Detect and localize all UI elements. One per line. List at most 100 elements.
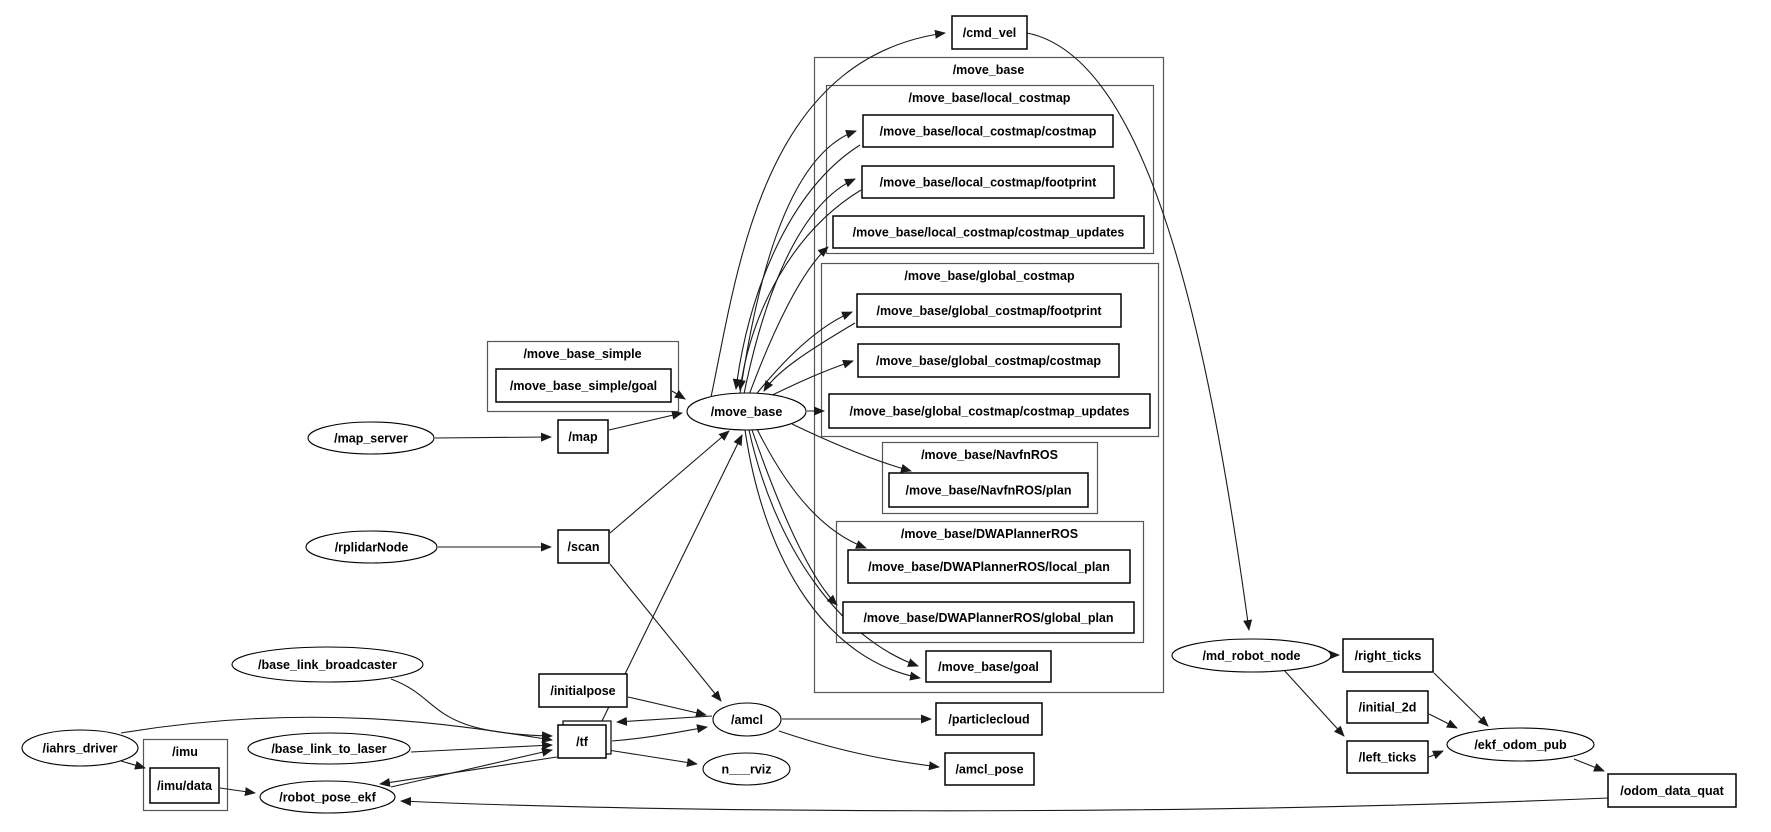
node-base-link-to-laser-label: /base_link_to_laser	[271, 742, 386, 756]
node-md-robot-node-label: /md_robot_node	[1203, 649, 1301, 663]
edge-scan-to-move-base	[609, 430, 730, 534]
node-local-costmap-updates[interactable]	[832, 215, 1145, 249]
edge-initialpose-to-amcl	[627, 696, 707, 718]
node-dwa-local-plan[interactable]	[847, 549, 1131, 584]
node-global-footprint[interactable]	[856, 293, 1122, 328]
cluster-label-move-base-cluster: /move_base	[953, 63, 1025, 77]
node-map[interactable]	[557, 419, 609, 454]
node-dwa-global-plan[interactable]	[842, 601, 1135, 634]
edge-move-base-to-local-costmap-updates	[748, 246, 829, 396]
node-dwa-global-plan-label: /move_base/DWAPlannerROS/global_plan	[863, 611, 1113, 625]
node-base-link-to-laser[interactable]	[247, 732, 411, 765]
edge-tf-to-amcl	[611, 724, 708, 742]
edge-move-base-to-navfn-plan	[791, 423, 912, 473]
node-cmd-vel[interactable]	[951, 15, 1028, 50]
cluster-label-dwa-cluster: /move_base/DWAPlannerROS	[901, 527, 1078, 541]
cluster-label-move-base-simple-cluster: /move_base_simple	[523, 347, 641, 361]
node-particlecloud[interactable]	[935, 702, 1043, 736]
node-move-base-simple-goal[interactable]	[495, 368, 672, 403]
cluster-label-imu-cluster: /imu	[172, 745, 198, 759]
edge-ekf-odom-pub-to-odom-data-quat	[1573, 758, 1605, 772]
node-map-server-label: /map_server	[334, 432, 408, 446]
node-iahrs-driver-label: /iahrs_driver	[42, 742, 117, 756]
node-cmd-vel-label: /cmd_vel	[963, 26, 1017, 40]
node-scan[interactable]	[557, 529, 610, 564]
edge-cmd-vel-to-md-robot-node	[1026, 32, 1253, 631]
node-amcl-pose[interactable]	[944, 752, 1035, 786]
node-rplidarNode-label: /rplidarNode	[335, 541, 409, 555]
node-imu-data-label: /imu/data	[157, 779, 213, 793]
node-global-costmap[interactable]	[857, 343, 1120, 378]
node-map-server[interactable]	[307, 421, 435, 455]
node-local-costmap-updates-label: /move_base/local_costmap/costmap_updates	[853, 226, 1125, 240]
node-scan-label: /scan	[568, 540, 600, 554]
node-right-ticks[interactable]	[1342, 638, 1434, 673]
edge-move-base-to-global-footprint	[753, 311, 853, 398]
edge-base-link-broadcaster-to-tf	[390, 678, 553, 741]
node-imu-data[interactable]	[149, 767, 220, 804]
edge-global-footprint-to-move-base	[763, 322, 856, 392]
edge-local-footprint-to-move-base	[736, 189, 862, 391]
node-initial-2d-label: /initial_2d	[1359, 701, 1417, 715]
node-tf-label: /tf	[576, 735, 589, 749]
edge-iahrs-driver-to-tf	[120, 716, 553, 743]
node-initialpose-label: /initialpose	[550, 684, 615, 698]
node-move-base-label: /move_base	[711, 405, 783, 419]
node-tf[interactable]	[557, 724, 607, 759]
node-base-link-broadcaster[interactable]	[231, 646, 424, 683]
node-global-costmap-updates-label: /move_base/global_costmap/costmap_update…	[850, 405, 1130, 419]
edge-imu-data-to-robot-pose-ekf	[219, 787, 256, 797]
node-ekf-odom-pub[interactable]	[1446, 727, 1595, 762]
node-md-robot-node[interactable]	[1171, 638, 1332, 673]
node-robot-pose-ekf-label: /robot_pose_ekf	[279, 791, 376, 805]
edge-base-link-to-laser-to-tf	[410, 741, 553, 753]
edge-map-to-move-base	[608, 410, 683, 431]
node-amcl[interactable]	[712, 702, 782, 737]
node-local-costmap[interactable]	[862, 114, 1114, 148]
node-navfn-plan[interactable]	[888, 472, 1089, 508]
edge-move-base-simple-goal-to-move-base	[671, 389, 686, 400]
node-global-costmap-label: /move_base/global_costmap/costmap	[876, 354, 1101, 368]
node-local-footprint[interactable]	[861, 165, 1115, 199]
edge-md-robot-node-to-left-ticks	[1282, 668, 1345, 737]
node-initialpose[interactable]	[538, 673, 628, 708]
node-global-footprint-label: /move_base/global_costmap/footprint	[876, 304, 1102, 318]
node-initial-2d[interactable]	[1346, 690, 1429, 724]
node-local-costmap-label: /move_base/local_costmap/costmap	[880, 125, 1097, 139]
node-local-footprint-label: /move_base/local_costmap/footprint	[880, 176, 1098, 190]
node-amcl-pose-label: /amcl_pose	[955, 763, 1023, 777]
node-odom-data-quat[interactable]	[1607, 773, 1737, 808]
edge-tf-to-robot-pose-ekf	[379, 756, 558, 787]
node-move-base[interactable]	[686, 392, 807, 431]
edge-move-base-to-goal	[748, 429, 919, 667]
node-left-ticks[interactable]	[1346, 740, 1429, 774]
node-right-ticks-label: /right_ticks	[1355, 649, 1422, 663]
edge-iahrs-driver-to-imu-data	[120, 760, 146, 770]
edge-move-base-to-goal	[744, 429, 921, 681]
edge-amcl-to-amcl-pose	[778, 730, 940, 771]
edge-left-ticks-to-ekf-odom-pub	[1428, 750, 1444, 760]
node-base-link-broadcaster-label: /base_link_broadcaster	[258, 658, 397, 672]
edge-tf-to-n-rviz	[607, 749, 698, 767]
node-left-ticks-label: /left_ticks	[1359, 751, 1417, 765]
node-odom-data-quat-label: /odom_data_quat	[1620, 784, 1724, 798]
edge-scan-to-amcl	[609, 563, 722, 702]
node-dwa-local-plan-label: /move_base/DWAPlannerROS/local_plan	[868, 560, 1110, 574]
node-goal[interactable]	[925, 650, 1052, 683]
node-rplidarNode[interactable]	[305, 530, 438, 564]
node-n-rviz[interactable]	[702, 752, 791, 786]
node-move-base-simple-goal-label: /move_base_simple/goal	[510, 379, 657, 393]
edge-map-server-to-map	[434, 432, 552, 442]
node-robot-pose-ekf[interactable]	[259, 780, 396, 814]
node-global-costmap-updates[interactable]	[828, 393, 1151, 429]
cluster-label-local-costmap-cluster: /move_base/local_costmap	[909, 91, 1071, 105]
node-n-rviz-label: n___rviz	[721, 763, 771, 777]
edge-robot-pose-ekf-to-tf	[390, 747, 553, 788]
edge-move-base-to-cmd-vel	[710, 29, 946, 398]
edge-local-costmap-to-move-base	[732, 144, 861, 390]
node-ekf-odom-pub-label: /ekf_odom_pub	[1474, 738, 1567, 752]
node-iahrs-driver[interactable]	[21, 729, 139, 767]
node-amcl-label: /amcl	[731, 713, 763, 727]
cluster-label-global-costmap-cluster: /move_base/global_costmap	[904, 269, 1075, 283]
